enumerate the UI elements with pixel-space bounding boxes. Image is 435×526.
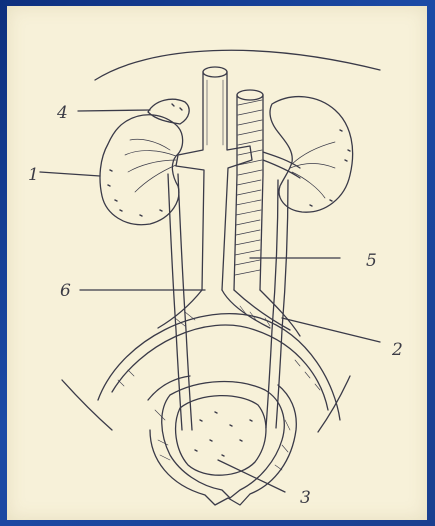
diaphragm-outline	[95, 50, 380, 80]
ureter-left	[168, 174, 192, 430]
label-1: 1	[28, 165, 39, 185]
label-5: 5	[366, 251, 377, 271]
vena-cava	[234, 90, 263, 290]
kidney-right	[270, 97, 353, 213]
label-2: 2	[391, 340, 403, 360]
renal-vein	[263, 152, 300, 178]
iliac-vessels	[158, 290, 300, 336]
leader-line-1	[40, 172, 100, 176]
aorta	[176, 67, 252, 290]
label-6: 6	[60, 281, 71, 301]
label-4: 4	[56, 103, 68, 123]
leader-line-4	[78, 110, 150, 111]
kidney-left	[100, 115, 183, 225]
bladder	[148, 376, 296, 505]
label-3: 3	[300, 488, 311, 508]
pelvis-outline	[62, 314, 350, 432]
